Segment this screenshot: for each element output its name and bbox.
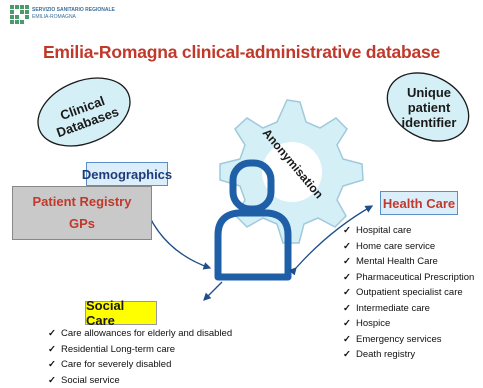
check-icon: ✓ bbox=[48, 373, 61, 388]
list-item: ✓Home care service bbox=[343, 239, 474, 255]
check-icon: ✓ bbox=[343, 285, 356, 301]
list-item: ✓Social service bbox=[48, 373, 232, 388]
check-icon: ✓ bbox=[343, 223, 356, 239]
list-item: ✓Mental Health Care bbox=[343, 254, 474, 270]
demographics-box: Demographics bbox=[86, 162, 168, 186]
social-care-list: ✓Care allowances for elderly and disable… bbox=[48, 326, 232, 388]
check-icon: ✓ bbox=[343, 254, 356, 270]
arrow-demographics bbox=[142, 198, 210, 268]
check-icon: ✓ bbox=[343, 301, 356, 317]
check-icon: ✓ bbox=[48, 326, 61, 342]
check-icon: ✓ bbox=[343, 347, 356, 363]
unique-identifier-label: Unique patient identifier bbox=[388, 85, 470, 130]
list-item: ✓Death registry bbox=[343, 347, 474, 363]
list-item: ✓Pharmaceutical Prescription bbox=[343, 270, 474, 286]
patient-registry-box: Patient Registry GPs bbox=[12, 186, 152, 240]
list-item: ✓Outpatient specialist care bbox=[343, 285, 474, 301]
check-icon: ✓ bbox=[343, 239, 356, 255]
list-item: ✓Care allowances for elderly and disable… bbox=[48, 326, 232, 342]
list-item: ✓Intermediate care bbox=[343, 301, 474, 317]
arrow-social-care bbox=[204, 282, 222, 300]
health-care-list: ✓Hospital care ✓Home care service ✓Menta… bbox=[343, 223, 474, 363]
health-care-box: Health Care bbox=[380, 191, 458, 215]
gps-label: GPs bbox=[69, 213, 95, 235]
check-icon: ✓ bbox=[48, 357, 61, 373]
check-icon: ✓ bbox=[343, 270, 356, 286]
check-icon: ✓ bbox=[48, 342, 61, 358]
list-item: ✓Care for severely disabled bbox=[48, 357, 232, 373]
list-item: ✓Hospice bbox=[343, 316, 474, 332]
check-icon: ✓ bbox=[343, 332, 356, 348]
check-icon: ✓ bbox=[343, 316, 356, 332]
list-item: ✓Residential Long-term care bbox=[48, 342, 232, 358]
list-item: ✓Emergency services bbox=[343, 332, 474, 348]
patient-registry-label: Patient Registry bbox=[33, 191, 132, 213]
list-item: ✓Hospital care bbox=[343, 223, 474, 239]
social-care-box: Social Care bbox=[85, 301, 157, 325]
